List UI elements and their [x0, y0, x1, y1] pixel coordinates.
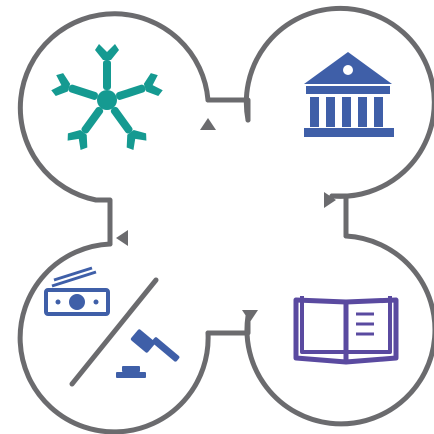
connector-left — [93, 197, 113, 247]
bank-base — [304, 128, 394, 137]
book-right-page — [343, 297, 399, 365]
arrow-right-icon — [324, 192, 336, 208]
connector-right — [329, 193, 349, 239]
bank-column-1 — [310, 97, 319, 127]
ring-book — [244, 233, 434, 427]
bank-column-3 — [342, 97, 351, 127]
money-and-gavel-icon — [44, 266, 180, 387]
arrow-down-icon — [242, 310, 258, 322]
bank-column-2 — [326, 97, 335, 127]
arrow-left-icon — [116, 230, 128, 246]
bank-beam — [306, 86, 390, 94]
bank-column-4 — [358, 97, 367, 127]
open-book-icon — [293, 296, 399, 365]
bank-building-icon — [304, 52, 394, 137]
connector-bottom — [205, 313, 251, 336]
book-text-lines — [356, 312, 374, 336]
connector-top — [205, 97, 251, 123]
diagonal-divider — [69, 277, 159, 387]
ring-hands — [17, 11, 211, 203]
book-cover — [300, 296, 392, 354]
cash-icon — [44, 266, 110, 316]
rings — [17, 5, 434, 434]
ring-money-law — [17, 241, 211, 434]
bank-roof-dot — [343, 65, 353, 75]
arrow-up-icon — [200, 118, 216, 130]
arrows — [116, 118, 336, 322]
bank-column-5 — [374, 97, 383, 127]
ring-institution — [243, 5, 434, 199]
gavel-icon — [116, 329, 180, 378]
hands-in-circle-icon — [51, 44, 163, 151]
